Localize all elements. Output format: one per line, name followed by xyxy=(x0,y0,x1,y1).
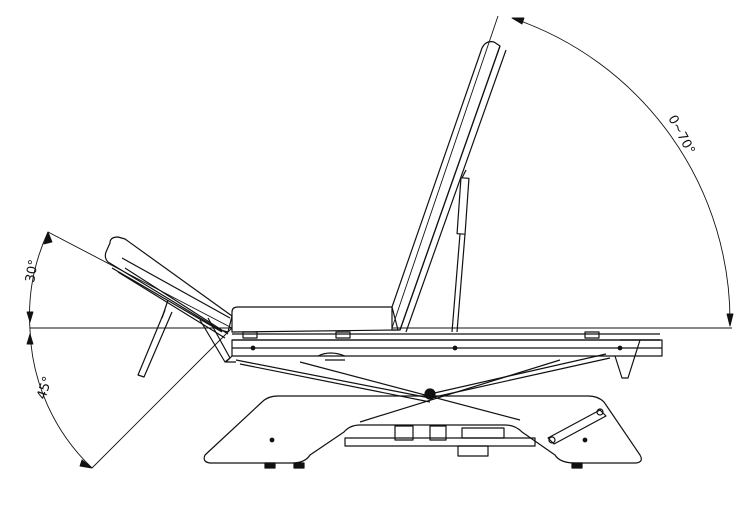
scissor-pivot xyxy=(424,388,436,400)
foot-3 xyxy=(571,462,583,469)
radial-down xyxy=(91,327,233,469)
arrow-head-mid-up xyxy=(26,311,34,323)
frame-bolt-left xyxy=(250,345,256,351)
angle-guides xyxy=(26,15,734,469)
seat-section xyxy=(231,306,660,341)
arrow-head-down xyxy=(79,459,93,469)
arrow-head-mid-down xyxy=(26,333,34,345)
arrow-head-up xyxy=(43,231,53,245)
pedal-end xyxy=(596,408,604,416)
label-head-up-angle: 30° xyxy=(23,258,42,283)
right-arc xyxy=(511,17,731,327)
label-backrest-angle: 0~70° xyxy=(664,113,697,157)
headrest xyxy=(104,236,233,378)
base xyxy=(203,395,642,469)
foot-2 xyxy=(293,462,305,469)
base-bolt-left xyxy=(269,437,275,443)
arrow-head-right xyxy=(726,313,734,327)
frame-bolt-right xyxy=(617,345,623,351)
backrest xyxy=(391,41,507,333)
frame-bolt-mid xyxy=(452,345,458,351)
radial-backrest xyxy=(391,15,499,329)
scissor-lift xyxy=(235,352,611,423)
foot-1 xyxy=(264,462,276,469)
radial-up xyxy=(47,231,233,329)
main-frame xyxy=(225,339,663,379)
label-head-down-angle: 45° xyxy=(35,375,56,402)
left-arc xyxy=(29,231,93,469)
base-bolt-right xyxy=(582,437,588,443)
pedal-pivot xyxy=(548,436,556,444)
arrow-head-top xyxy=(511,17,525,25)
